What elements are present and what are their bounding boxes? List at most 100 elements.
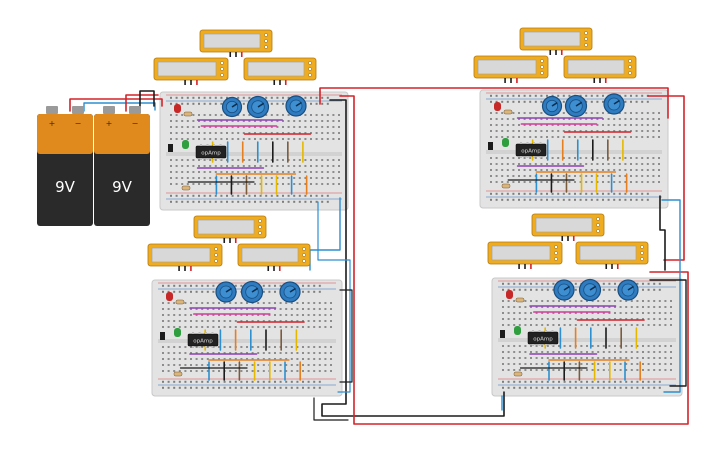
hole bbox=[529, 112, 532, 114]
hole bbox=[501, 175, 504, 177]
wire bbox=[649, 279, 687, 387]
opamp: opAmp bbox=[527, 330, 559, 346]
hole bbox=[546, 118, 548, 120]
multimeter-display bbox=[535, 217, 593, 233]
hole bbox=[579, 169, 582, 171]
hole bbox=[218, 320, 220, 322]
hole bbox=[495, 130, 498, 132]
hole bbox=[198, 183, 200, 185]
hole bbox=[642, 345, 644, 347]
rail-hole bbox=[557, 198, 560, 201]
rail-hole bbox=[529, 100, 532, 103]
hole bbox=[630, 181, 632, 183]
rail-hole bbox=[201, 284, 204, 287]
hole bbox=[270, 126, 273, 128]
rail-hole bbox=[198, 102, 200, 105]
meter-port bbox=[640, 245, 644, 249]
hole bbox=[562, 157, 565, 159]
hole bbox=[190, 302, 192, 304]
battery-terminal-plus bbox=[46, 106, 58, 114]
hole bbox=[530, 318, 532, 320]
hole bbox=[646, 130, 649, 132]
rail-hole bbox=[162, 386, 164, 389]
rail-hole bbox=[523, 192, 526, 195]
potentiometer bbox=[553, 279, 575, 301]
hole bbox=[596, 112, 599, 114]
hole bbox=[591, 351, 594, 353]
hole bbox=[562, 169, 565, 171]
hole bbox=[279, 320, 282, 322]
hole bbox=[276, 126, 279, 128]
hole bbox=[635, 118, 638, 120]
hole bbox=[630, 324, 633, 326]
hole bbox=[524, 351, 527, 353]
rail-hole bbox=[268, 380, 271, 383]
hole bbox=[513, 363, 516, 365]
rail-hole bbox=[574, 282, 577, 285]
rail-hole bbox=[265, 194, 268, 197]
rail-hole bbox=[495, 198, 498, 201]
opamp-pin bbox=[539, 156, 542, 158]
hole bbox=[310, 114, 312, 116]
hole bbox=[220, 183, 223, 185]
hole bbox=[175, 114, 178, 116]
hole bbox=[170, 138, 172, 140]
rail-hole bbox=[274, 386, 276, 389]
hole bbox=[195, 320, 198, 322]
hole bbox=[201, 326, 204, 328]
hole bbox=[167, 302, 170, 304]
hole bbox=[647, 369, 650, 371]
hole bbox=[546, 345, 549, 347]
hole bbox=[558, 357, 560, 359]
hole bbox=[586, 312, 588, 314]
hole bbox=[206, 320, 209, 322]
hole bbox=[234, 352, 237, 354]
hole bbox=[234, 314, 237, 316]
rail-hole bbox=[512, 192, 515, 195]
rail-hole bbox=[190, 290, 192, 293]
hole bbox=[338, 177, 340, 179]
hole bbox=[326, 114, 329, 116]
hole bbox=[618, 118, 621, 120]
hole bbox=[641, 181, 644, 183]
hole bbox=[195, 346, 198, 348]
meter-port bbox=[308, 73, 312, 77]
rail-hole bbox=[512, 94, 515, 97]
hole bbox=[251, 346, 254, 348]
hole bbox=[214, 114, 217, 116]
rail-hole bbox=[203, 102, 206, 105]
hole bbox=[670, 300, 672, 302]
rail-hole bbox=[614, 380, 616, 383]
rail-hole bbox=[270, 194, 273, 197]
hole bbox=[563, 306, 566, 308]
hole bbox=[190, 308, 192, 310]
hole bbox=[664, 318, 667, 320]
hole bbox=[562, 124, 565, 126]
rail-hole bbox=[162, 290, 164, 293]
rail-hole bbox=[201, 380, 204, 383]
hole bbox=[307, 320, 310, 322]
hole bbox=[518, 351, 521, 353]
meter-port bbox=[214, 253, 218, 257]
hole bbox=[540, 118, 543, 120]
rail-hole bbox=[596, 94, 599, 97]
multimeter-display bbox=[151, 247, 211, 263]
hole bbox=[518, 118, 520, 120]
hole bbox=[226, 138, 228, 140]
hole bbox=[563, 318, 566, 320]
rail-hole bbox=[184, 290, 187, 293]
hole bbox=[190, 326, 192, 328]
hole bbox=[642, 369, 644, 371]
hole bbox=[513, 306, 516, 308]
hole bbox=[652, 136, 655, 138]
hole bbox=[313, 302, 316, 304]
hole bbox=[574, 130, 576, 132]
rail-hole bbox=[190, 386, 192, 389]
rail-hole bbox=[242, 102, 245, 105]
hole bbox=[237, 183, 240, 185]
hole bbox=[530, 357, 532, 359]
hole bbox=[279, 364, 282, 366]
hole bbox=[590, 124, 593, 126]
hole bbox=[614, 318, 616, 320]
hole bbox=[223, 346, 226, 348]
